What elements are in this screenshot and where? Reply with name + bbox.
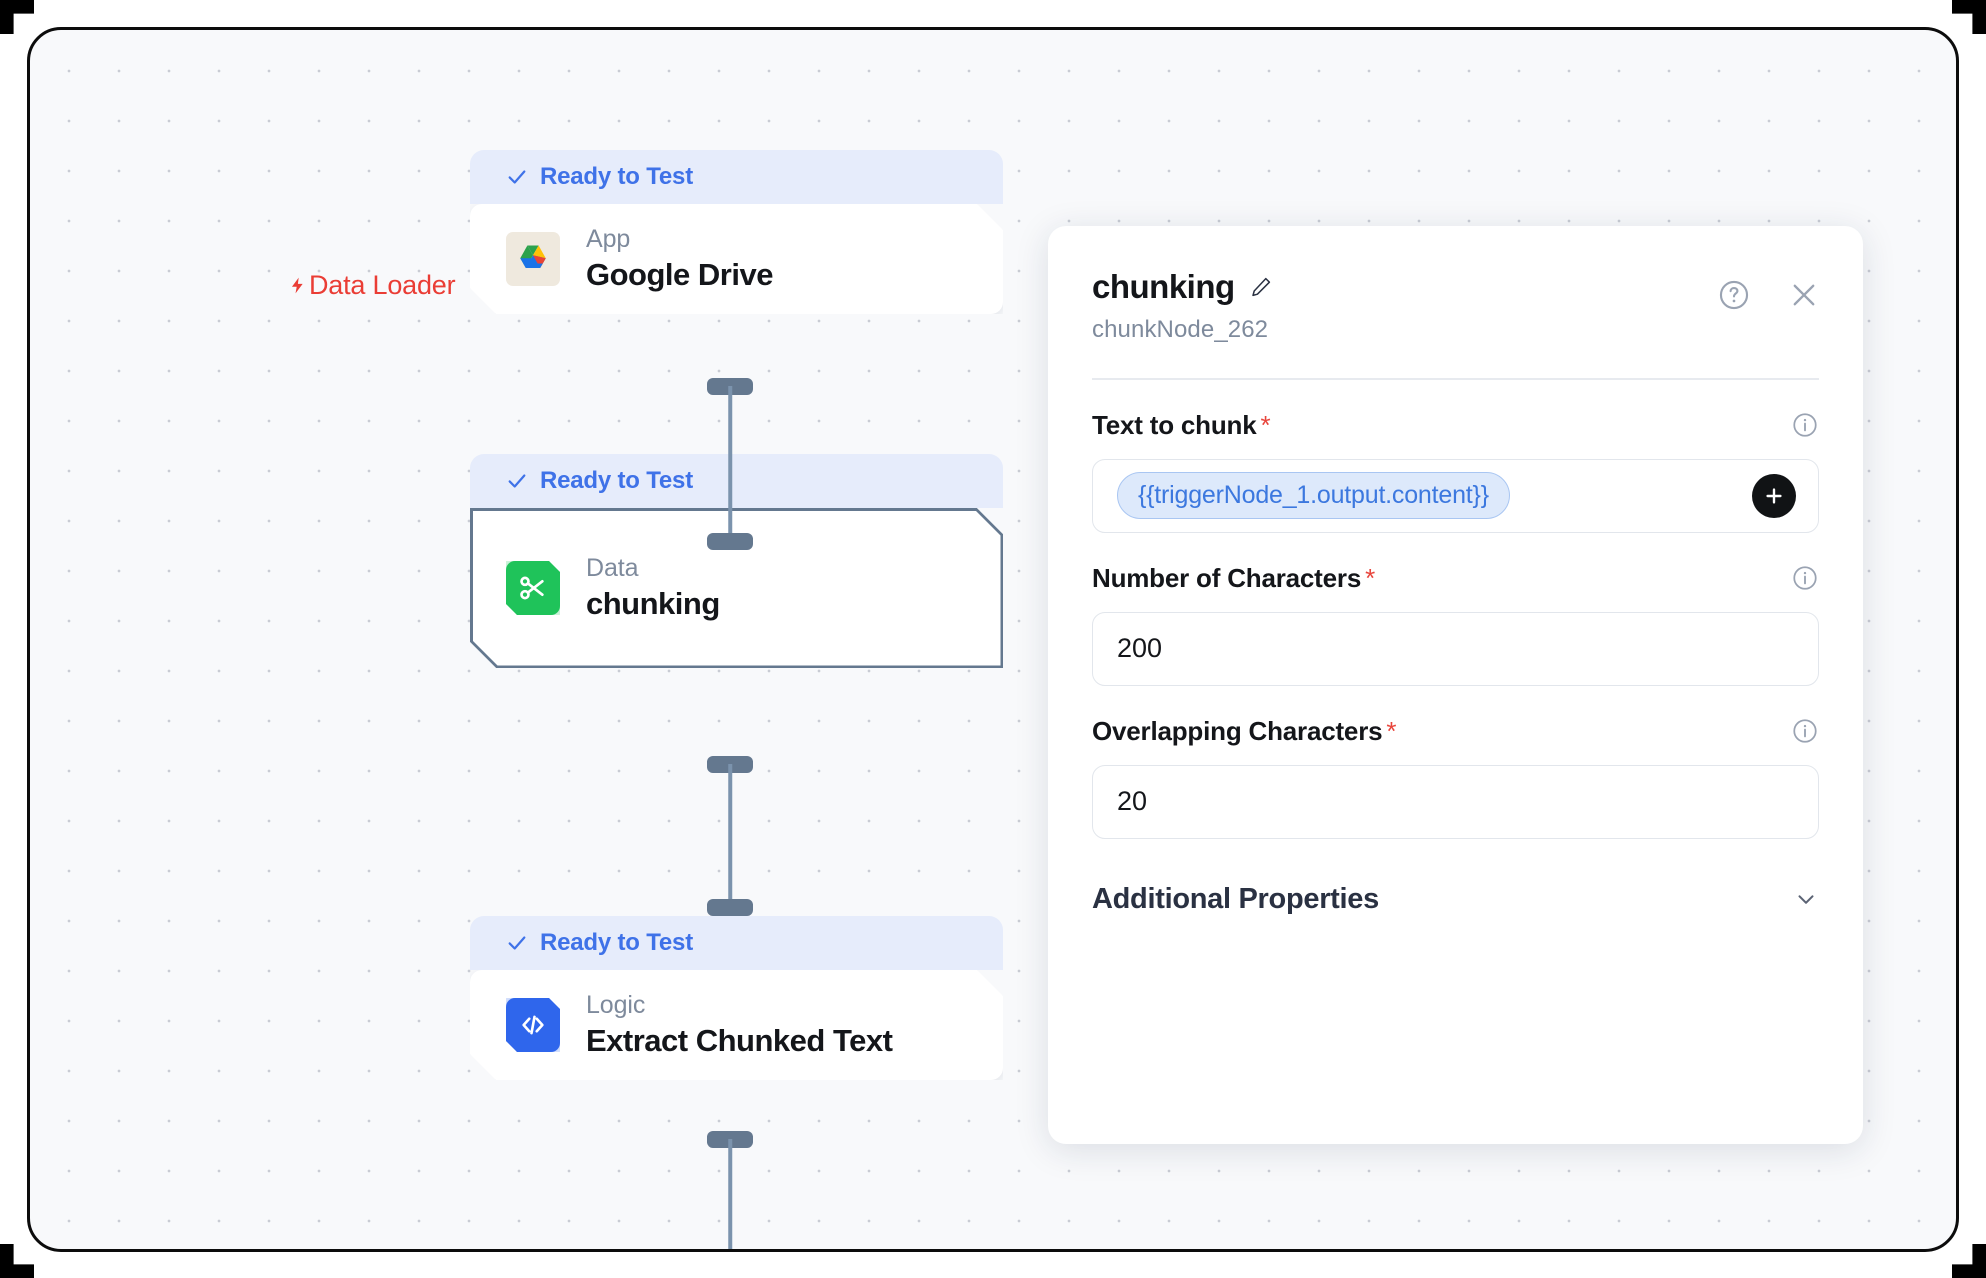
panel-body: Text to chunk* {{triggerNode_1.output.co… bbox=[1048, 380, 1863, 916]
check-icon bbox=[508, 936, 526, 950]
node-status-bar: Ready to Test bbox=[470, 150, 1003, 204]
data-loader-text: Data Loader bbox=[309, 270, 456, 300]
field-label: Text to chunk bbox=[1092, 409, 1257, 440]
connector-line bbox=[728, 386, 732, 542]
data-loader-label: Data Loader bbox=[288, 270, 456, 301]
connector-handle-bottom[interactable] bbox=[707, 899, 753, 916]
node-text: Logic Extract Chunked Text bbox=[586, 991, 892, 1059]
field-label-row: Overlapping Characters* bbox=[1092, 716, 1819, 747]
connector-chunking-to-extract bbox=[707, 756, 753, 916]
flow-node-google-drive[interactable]: Ready to Test App Google Drive bbox=[470, 150, 1003, 314]
field-label-wrap: Overlapping Characters* bbox=[1092, 716, 1397, 747]
template-variable-token[interactable]: {{triggerNode_1.output.content}} bbox=[1117, 472, 1510, 520]
node-status-text: Ready to Test bbox=[540, 163, 693, 190]
code-icon bbox=[506, 998, 560, 1052]
chevron-down-icon[interactable] bbox=[1793, 886, 1819, 912]
node-status-text: Ready to Test bbox=[540, 929, 693, 956]
corner-marker-bottom-left bbox=[0, 1244, 34, 1278]
workflow-canvas[interactable]: Data Loader Ready to Test bbox=[27, 27, 1959, 1252]
connector-handle-bottom[interactable] bbox=[707, 533, 753, 550]
field-label-row: Text to chunk* bbox=[1092, 410, 1819, 441]
panel-title-row: chunking bbox=[1092, 268, 1819, 306]
node-title-label: chunking bbox=[586, 586, 720, 621]
code-glyph bbox=[518, 1010, 548, 1040]
field-text-to-chunk: Text to chunk* {{triggerNode_1.output.co… bbox=[1092, 410, 1819, 533]
overlapping-characters-input[interactable]: 20 bbox=[1092, 764, 1819, 839]
add-variable-button[interactable] bbox=[1752, 473, 1796, 518]
node-card[interactable]: App Google Drive bbox=[470, 204, 1003, 314]
required-indicator: * bbox=[1260, 409, 1271, 440]
panel-title: chunking bbox=[1092, 268, 1235, 305]
node-kind-label: Data bbox=[586, 554, 639, 582]
connector-line bbox=[728, 764, 732, 908]
field-overlapping-characters: Overlapping Characters* 20 bbox=[1092, 716, 1819, 839]
connector-line bbox=[728, 1139, 732, 1249]
check-icon bbox=[508, 170, 526, 184]
google-drive-icon bbox=[506, 232, 560, 286]
flow-node-chunking[interactable]: Ready to Test Data chunking bbox=[470, 454, 1003, 668]
field-label-row: Number of Characters* bbox=[1092, 563, 1819, 594]
scissors-icon bbox=[506, 561, 560, 615]
pencil-icon[interactable] bbox=[1249, 275, 1273, 299]
scissors-glyph bbox=[517, 572, 549, 604]
corner-marker-top-right bbox=[1952, 0, 1986, 34]
info-icon[interactable] bbox=[1791, 411, 1819, 439]
node-status-bar: Ready to Test bbox=[470, 916, 1003, 970]
close-icon[interactable] bbox=[1787, 278, 1821, 312]
panel-actions bbox=[1717, 278, 1821, 312]
number-of-characters-input[interactable]: 200 bbox=[1092, 611, 1819, 686]
node-status-bar: Ready to Test bbox=[470, 454, 1003, 508]
field-label: Number of Characters bbox=[1092, 562, 1362, 593]
additional-properties-label: Additional Properties bbox=[1092, 882, 1379, 915]
node-kind-label: Logic bbox=[586, 991, 646, 1019]
field-label-wrap: Text to chunk* bbox=[1092, 410, 1271, 441]
field-number-of-characters: Number of Characters* 200 bbox=[1092, 563, 1819, 686]
node-kind-label: App bbox=[586, 225, 631, 253]
google-drive-glyph bbox=[515, 241, 551, 277]
node-card[interactable]: Logic Extract Chunked Text bbox=[470, 970, 1003, 1080]
flow-node-extract-chunked-text[interactable]: Ready to Test Logic Extract Chunked Text bbox=[470, 916, 1003, 1080]
help-circle-icon[interactable] bbox=[1717, 278, 1751, 312]
node-title-label: Google Drive bbox=[586, 257, 773, 292]
node-properties-panel[interactable]: chunking chunkNode_262 bbox=[1048, 226, 1863, 1144]
node-status-text: Ready to Test bbox=[540, 467, 693, 494]
panel-header: chunking chunkNode_262 bbox=[1048, 226, 1863, 344]
corner-marker-bottom-right bbox=[1952, 1244, 1986, 1278]
required-indicator: * bbox=[1386, 715, 1397, 746]
panel-subtitle: chunkNode_262 bbox=[1092, 316, 1269, 343]
check-icon bbox=[508, 474, 526, 488]
corner-marker-top-left bbox=[0, 0, 34, 34]
connector-gdrive-to-chunking bbox=[707, 378, 753, 550]
node-text: App Google Drive bbox=[586, 225, 773, 293]
additional-properties-toggle[interactable]: Additional Properties bbox=[1092, 883, 1819, 916]
plus-icon bbox=[1766, 487, 1782, 504]
required-indicator: * bbox=[1365, 562, 1376, 593]
node-card-content: Data chunking bbox=[470, 554, 720, 622]
panel-divider bbox=[1092, 378, 1819, 380]
field-label: Overlapping Characters bbox=[1092, 715, 1383, 746]
connector-extract-downstream bbox=[707, 1131, 753, 1249]
node-card[interactable]: Data chunking bbox=[470, 508, 1003, 668]
info-icon[interactable] bbox=[1791, 564, 1819, 592]
node-title-label: Extract Chunked Text bbox=[586, 1023, 893, 1058]
bolt-icon bbox=[291, 277, 303, 294]
field-label-wrap: Number of Characters* bbox=[1092, 563, 1375, 594]
text-to-chunk-input[interactable]: {{triggerNode_1.output.content}} bbox=[1092, 458, 1819, 533]
node-text: Data chunking bbox=[586, 554, 720, 622]
info-icon[interactable] bbox=[1791, 717, 1819, 745]
